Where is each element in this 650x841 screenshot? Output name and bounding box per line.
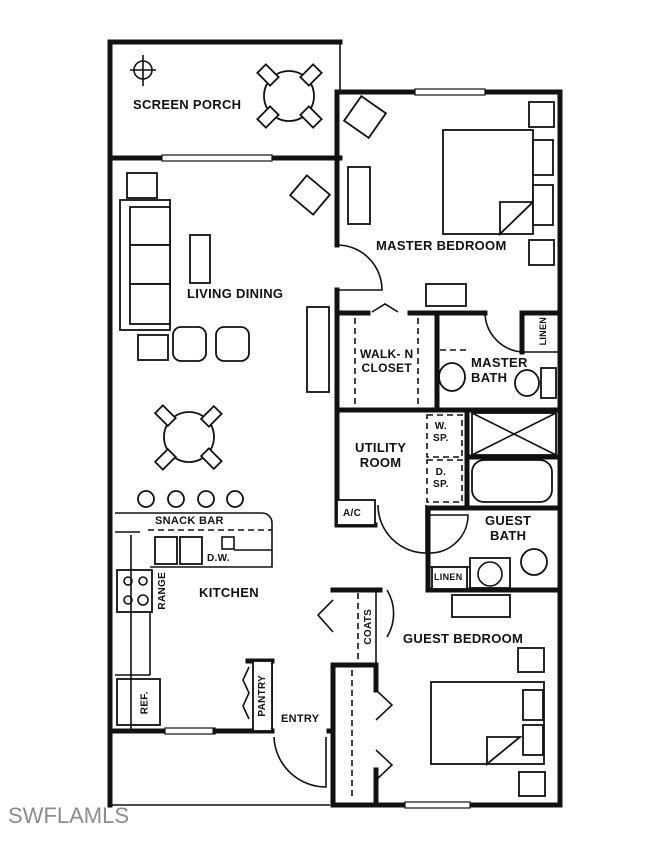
label-washer-line2: SP.: [433, 432, 449, 444]
label-snack-bar: SNACK BAR: [155, 515, 224, 527]
label-coats: COATS: [363, 608, 375, 645]
label-master-bath: MASTER BATH: [471, 355, 528, 386]
label-dryer-line2: SP.: [433, 478, 449, 490]
label-walk-in-closet: WALK- N CLOSET: [360, 347, 414, 376]
exterior-walls: [107, 39, 563, 808]
porch-furniture: [130, 55, 323, 129]
label-walk-in-closet-line2: CLOSET: [361, 360, 412, 375]
label-entry: ENTRY: [281, 713, 320, 725]
label-washer-line1: W.: [434, 421, 447, 432]
label-utility-room: UTILITY ROOM: [355, 440, 407, 471]
watermark: SWFLAMLS: [8, 803, 130, 828]
label-utility-room-line2: ROOM: [359, 454, 402, 470]
label-dryer-space: D. SP.: [433, 467, 449, 490]
kitchen-fixtures: [115, 512, 273, 732]
living-furniture: [119, 172, 332, 508]
master-bedroom-furniture: [342, 94, 555, 307]
label-washer-space: W. SP.: [433, 421, 449, 444]
label-walk-in-closet-line1: WALK- N: [360, 347, 414, 361]
label-dishwasher: D.W.: [207, 553, 230, 564]
label-guest-bath: GUEST BATH: [485, 513, 532, 544]
label-guest-bath-line1: GUEST: [485, 513, 532, 528]
label-range: RANGE: [157, 571, 169, 610]
label-screen-porch: SCREEN PORCH: [133, 97, 242, 112]
label-refrigerator: REF.: [139, 691, 151, 715]
guest-bedroom-furniture: [351, 593, 546, 800]
label-utility-room-line1: UTILITY: [355, 440, 407, 455]
label-living-dining: LIVING DINING: [187, 286, 284, 301]
label-guest-linen: LINEN: [434, 572, 463, 582]
interior-walls: [107, 88, 563, 809]
label-guest-bedroom: GUEST BEDROOM: [403, 631, 524, 646]
label-master-bath-line1: MASTER: [471, 355, 528, 370]
label-dryer-line1: D.: [435, 467, 447, 478]
label-master-bedroom: MASTER BEDROOM: [376, 238, 507, 253]
doors: [242, 244, 526, 788]
label-master-linen: LINEN: [538, 316, 549, 346]
label-ac: A/C: [343, 508, 362, 519]
bath-fixtures: [336, 318, 557, 590]
label-guest-bath-line2: BATH: [489, 527, 527, 543]
label-pantry: PANTRY: [257, 674, 269, 717]
label-master-bath-line2: BATH: [471, 369, 508, 385]
label-kitchen: KITCHEN: [199, 585, 259, 600]
